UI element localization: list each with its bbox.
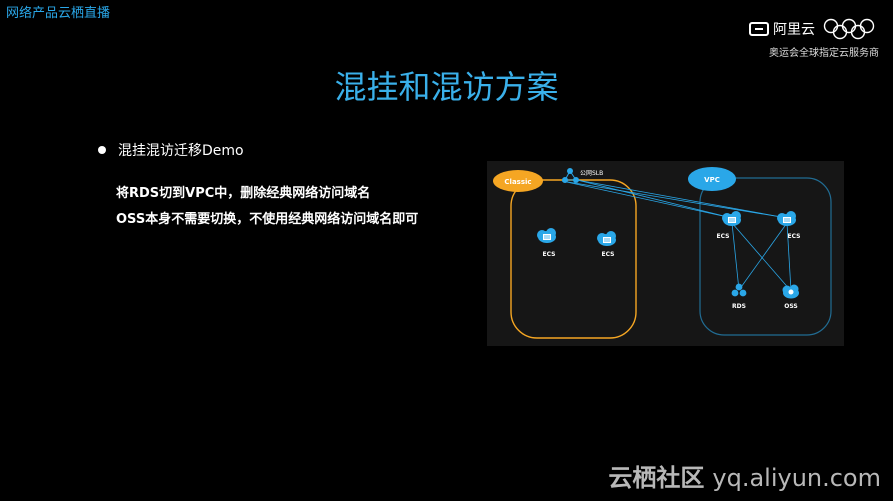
- vpc-ecs-label-2: ECS: [788, 233, 801, 240]
- brand-block: 阿里云 奥运会全球指定云服务商: [749, 18, 879, 64]
- slb-icon: [562, 168, 579, 183]
- bullet-text: 混挂混访迁移Demo: [118, 143, 244, 159]
- watermark: 云栖社区 yq.aliyun.com: [608, 458, 881, 493]
- network-diagram: Classic VPC 公网SLB ECS: [487, 161, 844, 346]
- slide-title: 混挂和混访方案: [334, 68, 559, 106]
- brand-tagline: 奥运会全球指定云服务商: [769, 48, 879, 59]
- description-line-1: 将RDS切到VPC中，删除经典网络访问域名: [116, 186, 371, 201]
- brand-name: 阿里云: [773, 22, 815, 38]
- oss-icon: [782, 284, 799, 299]
- bullet-dot-icon: [98, 146, 106, 154]
- classic-ecs-icon: [596, 230, 617, 247]
- olympic-rings-icon: [823, 18, 875, 40]
- classic-label: Classic: [504, 178, 531, 186]
- classic-ecs-label-1: ECS: [543, 251, 556, 258]
- rds-icon: [731, 283, 747, 297]
- description-line-2: OSS本身不需要切换，不使用经典网络访问域名即可: [116, 212, 419, 227]
- classic-region: [510, 179, 637, 339]
- watermark-text-1: 云栖社区: [608, 464, 705, 492]
- vpc-ecs-icon: [721, 210, 742, 227]
- bullet-item: 混挂混访迁移Demo: [98, 140, 244, 160]
- classic-ecs-label-2: ECS: [602, 251, 615, 258]
- vpc-badge: [688, 167, 736, 191]
- vpc-ecs-label-1: ECS: [717, 233, 730, 240]
- vpc-label: VPC: [704, 176, 720, 184]
- rds-label: RDS: [732, 303, 746, 310]
- category-label: 网络产品云栖直播: [6, 6, 111, 21]
- watermark-text-2: yq.aliyun.com: [712, 464, 881, 492]
- network-diagram-svg: Classic VPC 公网SLB ECS: [493, 167, 832, 339]
- vpc-region: [699, 177, 832, 336]
- vpc-ecs-icon: [776, 210, 797, 227]
- classic-badge: [493, 170, 543, 192]
- oss-label: OSS: [784, 303, 797, 310]
- connection-lines: [561, 179, 792, 292]
- slb-label: 公网SLB: [580, 170, 603, 177]
- aliyun-logo-icon: [749, 22, 769, 36]
- classic-ecs-icon: [536, 227, 557, 244]
